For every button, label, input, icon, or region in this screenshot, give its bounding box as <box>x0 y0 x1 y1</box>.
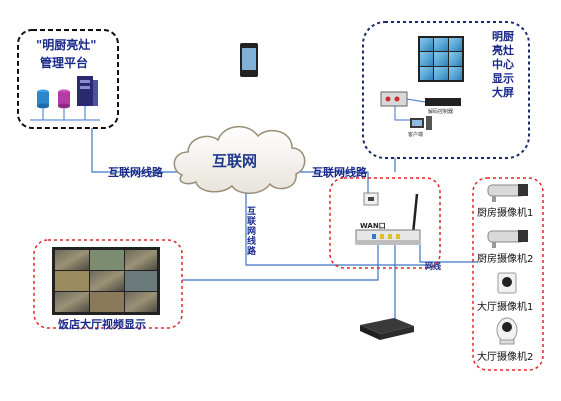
cube-camera-icon <box>497 272 517 294</box>
decoder-label: 解码控制器 <box>428 109 454 115</box>
platform-title: "明厨亮灶" <box>36 38 97 52</box>
client-label: 客户端 <box>408 132 424 138</box>
router-area <box>329 177 441 269</box>
camera-area <box>472 177 544 371</box>
management-platform <box>17 29 119 129</box>
link-left-label: 互联网线路 <box>108 166 163 179</box>
video-wall-icon <box>418 36 464 82</box>
hall-display-label: 饭店大厅视频显示 <box>58 318 146 331</box>
center-screen-char: 屏 <box>503 86 514 99</box>
wall-socket-icon <box>363 192 379 206</box>
center-screen-char: 灶 <box>503 44 514 57</box>
dome-camera-icon <box>496 317 518 345</box>
switch-icon <box>380 91 408 107</box>
internet-cloud <box>173 126 306 194</box>
hall-display-area <box>33 239 183 329</box>
center-screen-label: 明厨 亮灶 中心 显示 大屏 <box>488 30 518 100</box>
center-screen-char: 明 <box>492 30 503 43</box>
center-screen-char: 厨 <box>503 30 514 43</box>
lan-label: 网线 <box>425 262 441 271</box>
center-screen-char: 大 <box>492 86 503 99</box>
platform-subtitle: 管理平台 <box>40 56 89 70</box>
camera-label: 大厅摄像机1 <box>477 302 534 313</box>
link-vertical-label: 互联网线路 <box>245 206 255 256</box>
database-icon <box>37 89 70 109</box>
line-cloud-to-router <box>290 171 369 195</box>
bullet-camera-icon <box>487 230 528 248</box>
camera-label: 厨房摄像机1 <box>477 208 534 219</box>
line-platform-to-cloud <box>91 128 182 173</box>
center-screen-char: 亮 <box>492 44 503 57</box>
line-router-to-cameras <box>419 245 478 263</box>
center-display-area <box>362 21 530 159</box>
client-pc-icon <box>410 116 432 130</box>
wifi-router-icon <box>355 193 421 245</box>
link-right-label: 互联网线路 <box>312 166 367 179</box>
camera-label: 大厅摄像机2 <box>477 352 534 363</box>
wan-label: WAN口 <box>360 222 386 230</box>
server-icon <box>77 76 98 106</box>
center-screen-char: 心 <box>503 58 514 71</box>
cloud-label: 互联网 <box>212 152 258 170</box>
line-hall-to-router <box>182 245 379 281</box>
line-cloud-to-lan <box>245 186 428 266</box>
nvr-icon <box>360 318 414 340</box>
center-screen-char: 显 <box>492 72 503 85</box>
connection-lines <box>91 128 478 320</box>
bullet-camera-icon <box>487 184 528 202</box>
mobile-phone-icon <box>240 43 258 77</box>
camera-label: 厨房摄像机2 <box>477 254 534 265</box>
center-screen-char: 示 <box>503 72 514 85</box>
decoder-icon <box>425 98 461 106</box>
center-screen-char: 中 <box>492 58 503 71</box>
